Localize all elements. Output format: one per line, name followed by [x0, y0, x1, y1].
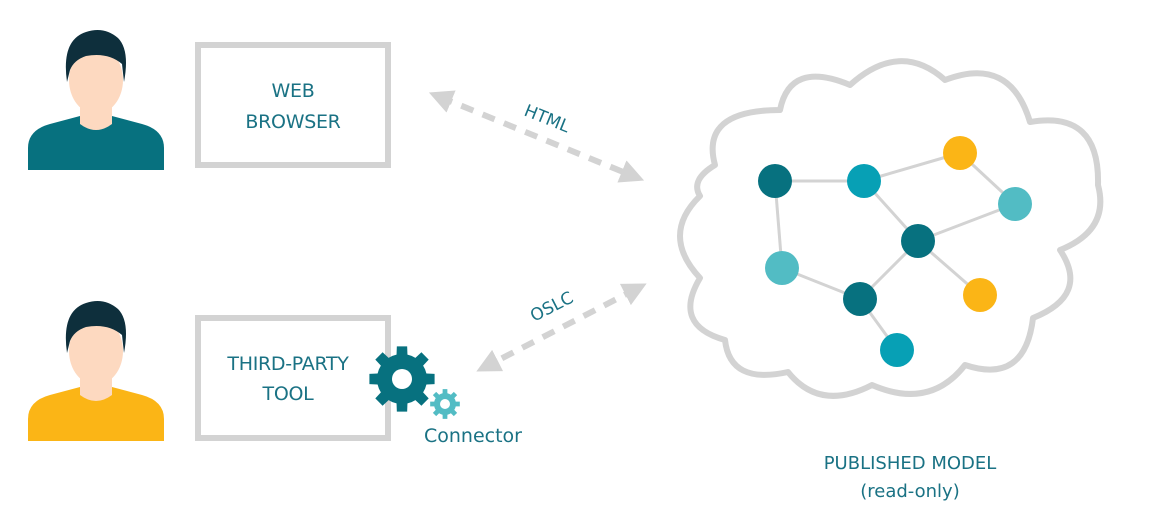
web-browser-label-line1: WEB — [272, 80, 315, 102]
published-model-label-line2: (read-only) — [860, 481, 959, 502]
web-browser-label-line2: BROWSER — [245, 111, 340, 133]
graph-node — [765, 251, 799, 285]
third-party-tool-label-line2: TOOL — [262, 383, 315, 405]
gear-hole — [440, 399, 450, 409]
user-icon — [28, 301, 164, 441]
gear-icon — [369, 346, 435, 412]
gear-icon — [430, 389, 460, 419]
model-graph — [758, 136, 1032, 367]
graph-node — [963, 278, 997, 312]
web-browser-box: WEB BROWSER — [195, 42, 391, 168]
graph-node — [943, 136, 977, 170]
graph-node — [880, 333, 914, 367]
third-party-tool-label-line1: THIRD-PARTY — [226, 353, 349, 375]
gear-hole — [392, 369, 412, 389]
published-model-label-line1: PUBLISHED MODEL — [824, 453, 997, 474]
cloud-icon — [677, 58, 1104, 399]
graph-edge — [917, 202, 1016, 243]
graph-node — [998, 187, 1032, 221]
third-party-tool-box: THIRD-PARTY TOOL — [195, 315, 391, 441]
graph-node — [847, 164, 881, 198]
graph-node — [901, 224, 935, 258]
user-icon — [28, 30, 164, 170]
graph-node — [758, 164, 792, 198]
html-arrow — [428, 90, 645, 183]
connector-label: Connector — [424, 425, 522, 447]
oslc-arrow — [476, 283, 647, 372]
graph-node — [843, 282, 877, 316]
